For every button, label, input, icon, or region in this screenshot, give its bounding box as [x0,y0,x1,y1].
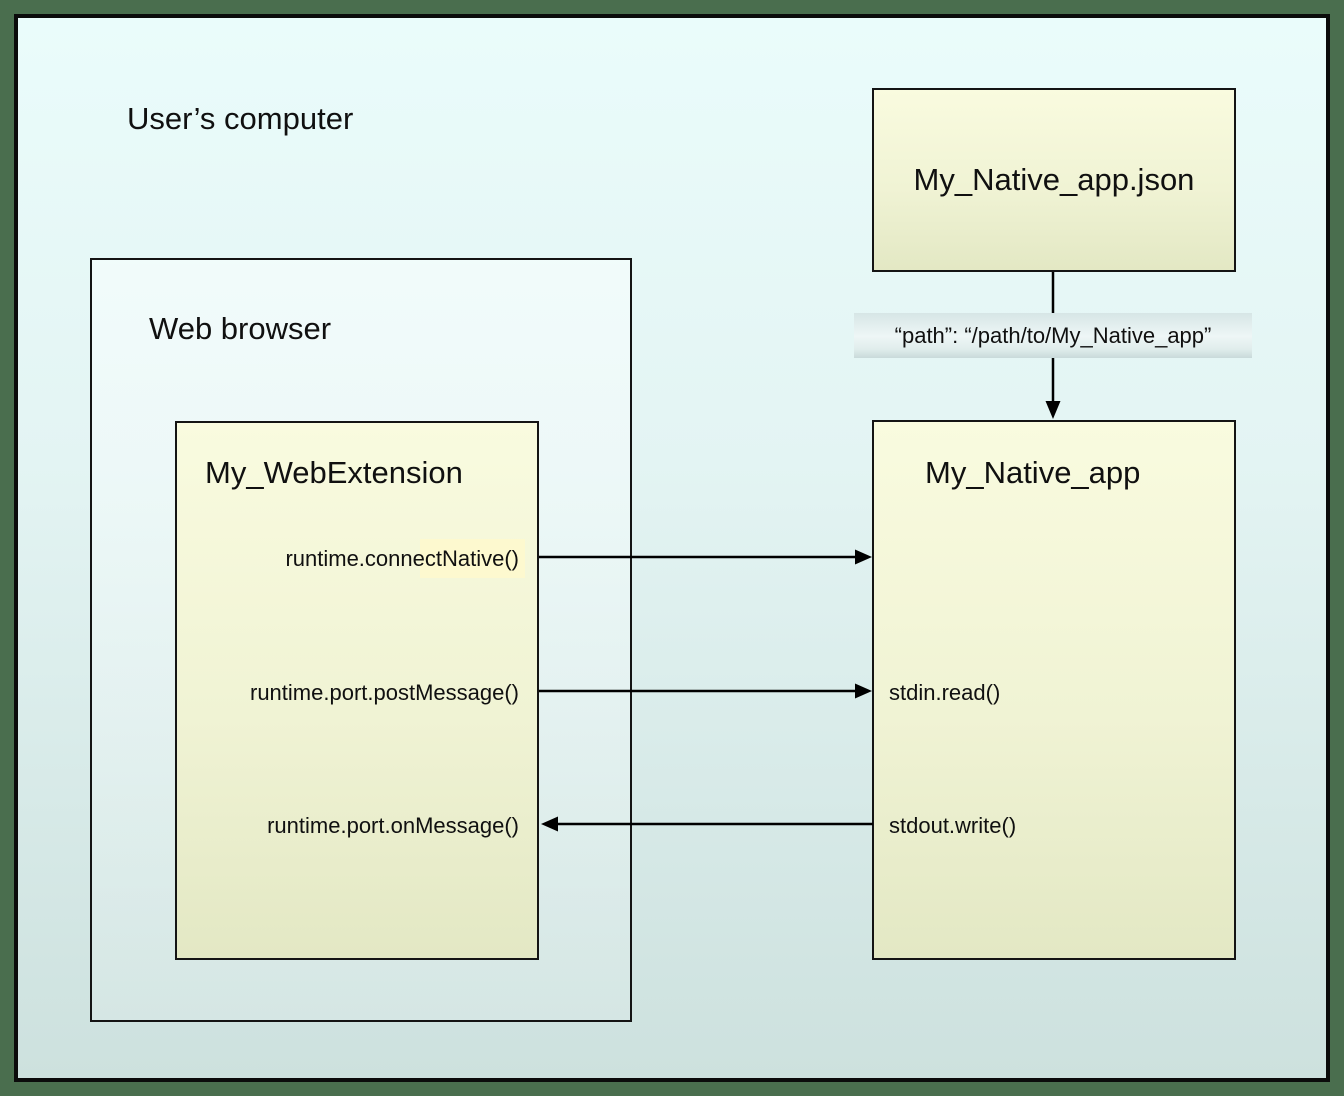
connect-native-highlight [420,539,525,578]
method-on-message: runtime.port.onMessage() [267,813,519,838]
manifest-box: My_Native_app.json [872,88,1236,272]
method-post-message: runtime.port.postMessage() [250,680,519,705]
path-label-text: “path”: “/path/to/My_Native_app” [894,322,1212,348]
web-browser-label: Web browser [149,311,332,346]
manifest-title: My_Native_app.json [913,162,1195,197]
method-stdin-read: stdin.read() [889,680,1001,705]
webextension-box: My_WebExtension runtime.connectNative() … [175,421,539,960]
method-stdout-write: stdout.write() [889,813,1017,838]
native-app-title: My_Native_app [925,455,1141,490]
path-label-band: “path”: “/path/to/My_Native_app” [854,313,1252,358]
users-computer-label: User’s computer [127,101,354,136]
native-app-box: My_Native_app stdin.read() stdout.write(… [872,420,1236,960]
webextension-methods: runtime.connectNative() runtime.port.pos… [177,423,537,958]
method-connect-native: runtime.connectNative() [285,546,519,571]
native-app-methods: stdin.read() stdout.write() [874,422,1234,958]
webextension-title: My_WebExtension [205,455,463,490]
